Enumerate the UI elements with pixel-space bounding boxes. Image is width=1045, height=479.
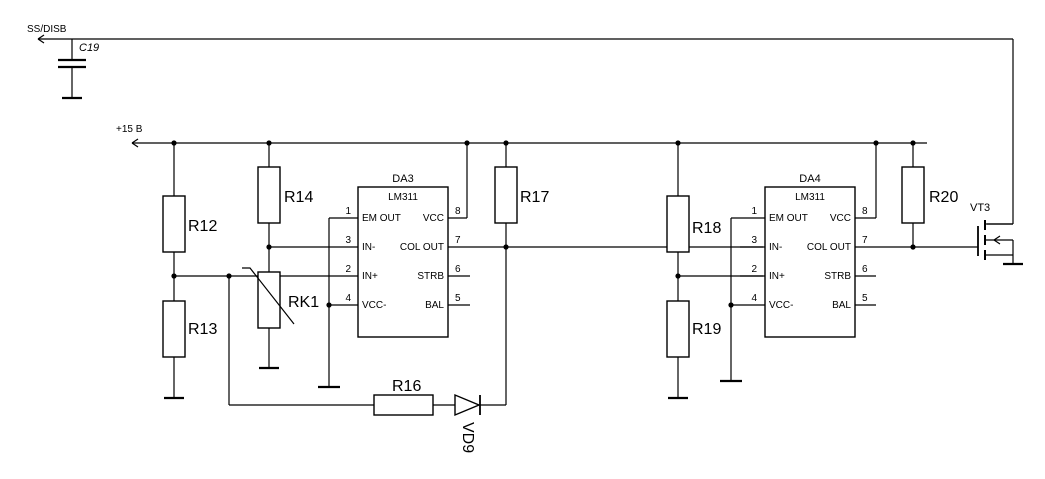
da4-body xyxy=(764,186,856,338)
da3-pin-vcc: VCC xyxy=(423,213,444,224)
da3-comparator: DA3 LM311 1 3 2 4 8 7 6 5 EM OUT IN- IN+… xyxy=(318,143,506,389)
vd9-diode-icon xyxy=(454,393,481,417)
da3-pin-vcc-minus: VCC- xyxy=(362,300,386,311)
r13-label: R13 xyxy=(188,321,217,338)
r20-vt3-output: R20 VT3 xyxy=(901,143,1023,266)
thermistor-slash-icon xyxy=(242,267,295,325)
da3-pin3-num: 3 xyxy=(345,235,351,246)
supply-label: +15 В xyxy=(116,124,143,135)
r18-resistor xyxy=(666,195,690,253)
da4-pin-in-minus: IN- xyxy=(769,242,782,253)
ss-disb-label: SS/DISB xyxy=(27,24,67,35)
r19-label: R19 xyxy=(692,321,721,338)
da4-comparator: DA4 LM311 1 3 2 4 8 7 6 5 EM OUT IN- IN+… xyxy=(720,143,978,383)
da3-ref-label: DA3 xyxy=(392,173,413,185)
da4-pin7-num: 7 xyxy=(862,235,868,246)
c19-label: C19 xyxy=(79,42,99,54)
da3-pin8-num: 8 xyxy=(455,206,461,217)
da4-pin-vcc-minus: VCC- xyxy=(769,300,793,311)
da3-pin-col-out: COL OUT xyxy=(400,242,444,253)
da4-pin-bal: BAL xyxy=(832,300,851,311)
r14-rk1-branch: R14 RK1 xyxy=(242,143,334,370)
da4-pin-col-out: COL OUT xyxy=(807,242,851,253)
r12-r13-divider: R12 R13 xyxy=(162,143,334,400)
da3-pin-strb: STRB xyxy=(417,271,444,282)
da3-pin5-num: 5 xyxy=(455,293,461,304)
r20-resistor xyxy=(901,166,925,224)
da4-pin-in-plus: IN+ xyxy=(769,271,785,282)
da3-pin-in-plus: IN+ xyxy=(362,271,378,282)
r13-resistor xyxy=(162,300,186,358)
da4-pin1-num: 1 xyxy=(751,206,757,217)
r14-label: R14 xyxy=(284,189,313,206)
arrow-left-icon xyxy=(37,34,45,44)
rk1-label: RK1 xyxy=(288,294,319,311)
da4-pin2-num: 2 xyxy=(751,264,757,275)
supply-rail: +15 В xyxy=(116,124,927,148)
rk1-thermistor xyxy=(257,271,281,329)
r16-resistor xyxy=(373,394,434,416)
da3-pin-bal: BAL xyxy=(425,300,444,311)
da3-pin4-num: 4 xyxy=(345,293,351,304)
da3-pin1-num: 1 xyxy=(345,206,351,217)
da4-pin-em-out: EM OUT xyxy=(769,213,808,224)
r18-label: R18 xyxy=(692,220,721,237)
da3-pin-em-out: EM OUT xyxy=(362,213,401,224)
da3-pin7-num: 7 xyxy=(455,235,461,246)
da4-pin8-num: 8 xyxy=(862,206,868,217)
da4-pin-strb: STRB xyxy=(824,271,851,282)
r12-label: R12 xyxy=(188,218,217,235)
da4-pin5-num: 5 xyxy=(862,293,868,304)
da3-pin2-num: 2 xyxy=(345,264,351,275)
r12-resistor xyxy=(162,195,186,253)
da4-pin-vcc: VCC xyxy=(830,213,851,224)
r17-label: R17 xyxy=(520,189,549,206)
r14-resistor xyxy=(257,166,281,224)
da3-body xyxy=(357,186,449,338)
da4-pin4-num: 4 xyxy=(751,293,757,304)
vt3-label: VT3 xyxy=(970,202,990,214)
da3-pin6-num: 6 xyxy=(455,264,461,275)
da4-ref-label: DA4 xyxy=(799,173,820,185)
r16-label: R16 xyxy=(392,378,421,395)
arrow-left-icon xyxy=(131,138,139,148)
feedback-path: R16 VD9 xyxy=(228,276,506,453)
da3-pin-in-minus: IN- xyxy=(362,242,375,253)
vd9-label: VD9 xyxy=(459,422,476,453)
da3-part-label: LM311 xyxy=(388,192,418,203)
da4-pin6-num: 6 xyxy=(862,264,868,275)
ss-disb-net: SS/DISB C19 xyxy=(27,24,1014,225)
da4-pin3-num: 3 xyxy=(751,235,757,246)
r17-resistor xyxy=(494,166,518,224)
r17-output-net: R17 xyxy=(494,143,763,405)
r18-r19-divider: R18 R19 xyxy=(666,143,763,400)
da4-part-label: LM311 xyxy=(795,192,825,203)
r19-resistor xyxy=(666,300,690,358)
r20-label: R20 xyxy=(929,189,958,206)
